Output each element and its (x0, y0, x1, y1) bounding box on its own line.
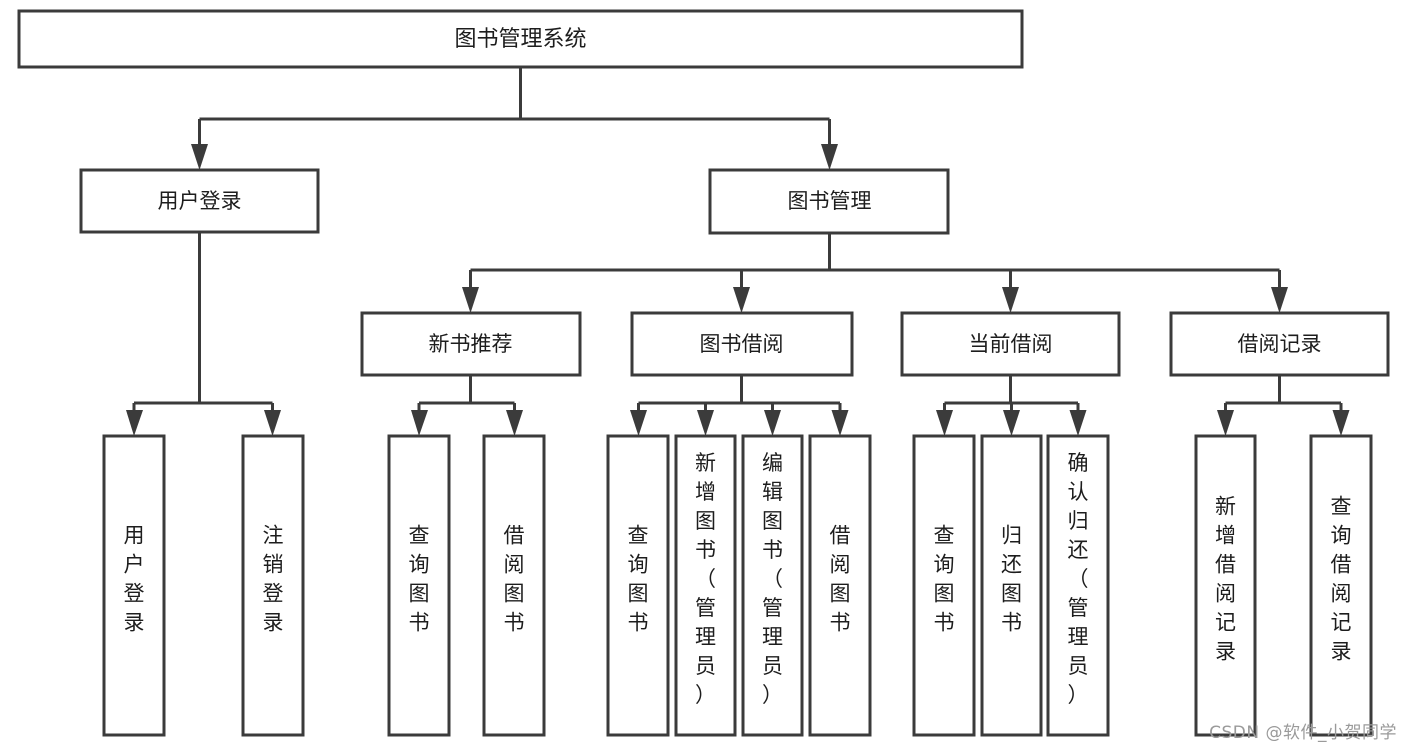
node-leaf-add-book-label: 新增图书（管理员） (695, 451, 716, 707)
node-leaf-logout-login-label: 注销登录 (263, 524, 284, 635)
node-book-management-box[interactable] (708, 168, 950, 235)
node-user-login[interactable]: 用户登录 (79, 168, 320, 234)
node-book-management-label: 图书管理 (788, 189, 872, 213)
node-book-borrow-box[interactable] (630, 311, 854, 377)
arrow-head-leaf-add-record (1217, 410, 1234, 436)
arrow-head-leaf-logout-login (264, 410, 281, 436)
node-leaf-edit-book-box[interactable] (741, 434, 804, 737)
node-leaf-add-record[interactable]: 新增借阅记录 (1194, 434, 1257, 737)
node-leaf-query-book-2-label: 查询图书 (628, 524, 649, 635)
node-leaf-query-book-3[interactable]: 查询图书 (912, 434, 976, 737)
node-leaf-confirm-return-label: 确认归还（管理员） (1068, 451, 1089, 707)
arrow-head-to-new-book-recommend (462, 287, 479, 313)
node-leaf-add-record-label: 新增借阅记录 (1215, 495, 1236, 664)
node-book-management[interactable]: 图书管理 (708, 168, 950, 235)
node-leaf-query-book-3-box[interactable] (912, 434, 976, 737)
node-new-book-recommend-label: 新书推荐 (429, 332, 513, 356)
node-root-label: 图书管理系统 (454, 27, 586, 52)
watermark-label: CSDN @软件_小贺同学 (1209, 723, 1397, 743)
arrow-head-leaf-edit-book (764, 410, 781, 436)
node-book-borrow-label: 图书借阅 (700, 332, 784, 356)
node-current-borrow-box[interactable] (900, 311, 1121, 377)
node-leaf-borrow-book-2-box[interactable] (808, 434, 872, 737)
node-borrow-record-label: 借阅记录 (1238, 332, 1322, 356)
node-leaf-user-login-label: 用户登录 (124, 524, 145, 635)
node-leaf-user-login[interactable]: 用户登录 (102, 434, 166, 737)
node-leaf-borrow-book-1[interactable]: 借阅图书 (482, 434, 546, 737)
node-leaf-query-book-2[interactable]: 查询图书 (606, 434, 670, 737)
node-leaf-query-record-label: 查询借阅记录 (1331, 495, 1352, 664)
node-leaf-logout-login[interactable]: 注销登录 (241, 434, 305, 737)
node-leaf-borrow-book-1-box[interactable] (482, 434, 546, 737)
node-current-borrow-label: 当前借阅 (969, 332, 1053, 356)
node-leaf-borrow-book-1-label: 借阅图书 (504, 524, 525, 635)
arrow-head-to-user-login (191, 144, 208, 170)
node-leaf-logout-login-box[interactable] (241, 434, 305, 737)
arrow-head-to-current-borrow (1002, 287, 1019, 313)
edge-group (126, 67, 1350, 436)
node-leaf-edit-book-label: 编辑图书（管理员） (762, 451, 783, 707)
node-current-borrow[interactable]: 当前借阅 (900, 311, 1121, 377)
node-leaf-add-book[interactable]: 新增图书（管理员） (674, 434, 737, 737)
node-leaf-query-book-2-box[interactable] (606, 434, 670, 737)
arrow-head-leaf-query-book-3 (936, 410, 953, 436)
node-leaf-return-book-label: 归还图书 (1001, 524, 1022, 635)
node-leaf-borrow-book-2[interactable]: 借阅图书 (808, 434, 872, 737)
node-borrow-record-box[interactable] (1169, 311, 1390, 377)
arrow-head-to-book-borrow (733, 287, 750, 313)
arrow-head-to-borrow-record (1271, 287, 1288, 313)
arrow-head-leaf-query-book-2 (630, 410, 647, 436)
arrow-head-to-book-management (821, 144, 838, 170)
node-leaf-return-book-box[interactable] (980, 434, 1043, 737)
node-new-book-recommend-box[interactable] (360, 311, 582, 377)
node-user-login-box[interactable] (79, 168, 320, 234)
node-leaf-return-book[interactable]: 归还图书 (980, 434, 1043, 737)
arrow-head-leaf-query-record (1332, 410, 1350, 436)
node-leaf-query-book-1-box[interactable] (387, 434, 451, 737)
node-leaf-add-book-box[interactable] (674, 434, 737, 737)
arrow-head-leaf-confirm-return (1069, 410, 1087, 436)
node-leaf-confirm-return-box[interactable] (1046, 434, 1110, 737)
node-leaf-query-book-3-label: 查询图书 (934, 524, 955, 635)
node-leaf-confirm-return[interactable]: 确认归还（管理员） (1046, 434, 1110, 737)
node-book-borrow[interactable]: 图书借阅 (630, 311, 854, 377)
arrow-head-leaf-add-book (697, 410, 714, 436)
node-leaf-edit-book[interactable]: 编辑图书（管理员） (741, 434, 804, 737)
node-leaf-user-login-box[interactable] (102, 434, 166, 737)
node-root-box[interactable] (17, 9, 1024, 69)
node-leaf-add-record-box[interactable] (1194, 434, 1257, 737)
node-leaf-query-record[interactable]: 查询借阅记录 (1309, 434, 1373, 737)
arrow-head-leaf-borrow-book-1 (506, 410, 523, 436)
node-root[interactable]: 图书管理系统 (17, 9, 1024, 69)
arrow-head-leaf-query-book-1 (411, 410, 428, 436)
arrow-head-leaf-return-book (1003, 410, 1020, 436)
arrow-head-leaf-borrow-book-2 (831, 410, 849, 436)
node-borrow-record[interactable]: 借阅记录 (1169, 311, 1390, 377)
node-new-book-recommend[interactable]: 新书推荐 (360, 311, 582, 377)
node-leaf-borrow-book-2-label: 借阅图书 (830, 524, 851, 635)
node-leaf-query-book-1[interactable]: 查询图书 (387, 434, 451, 737)
arrow-head-leaf-user-login (126, 410, 143, 436)
node-leaf-query-record-box[interactable] (1309, 434, 1373, 737)
node-leaf-query-book-1-label: 查询图书 (409, 524, 430, 635)
node-user-login-label: 用户登录 (158, 189, 242, 213)
